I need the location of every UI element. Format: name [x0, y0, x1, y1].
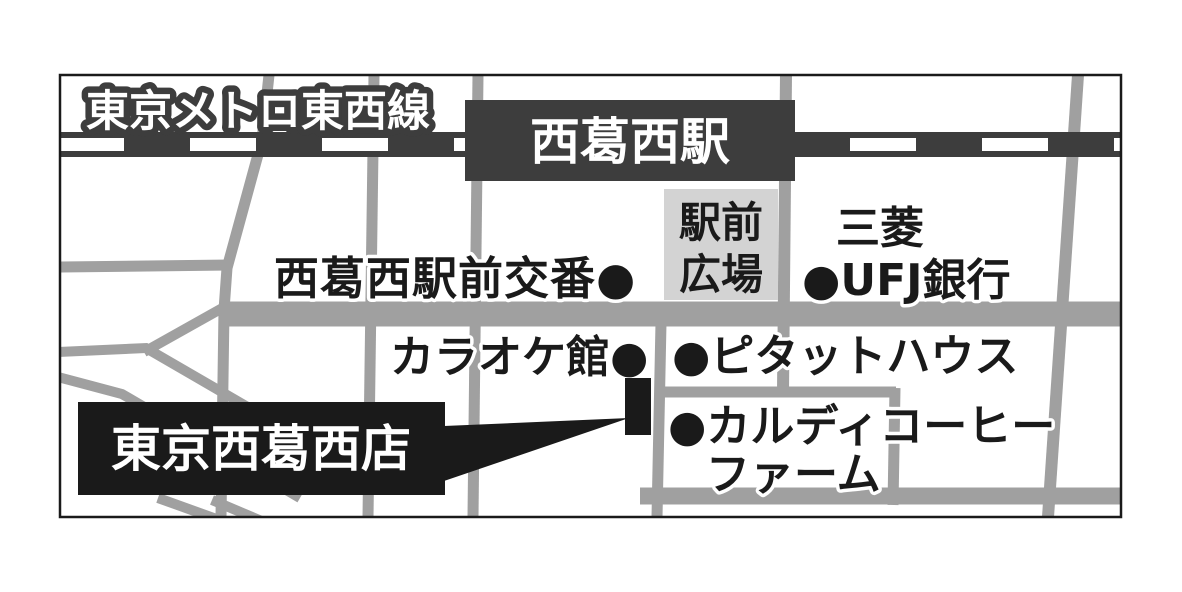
wide-road-exit-edge-2	[210, 495, 263, 516]
road-horizontal-left	[61, 259, 231, 273]
plaza-box	[664, 189, 778, 300]
railway-line-label: 東京メトロ東西線	[86, 87, 430, 137]
wide-road-connector	[141, 301, 229, 357]
station-box	[465, 100, 795, 181]
station-label: 西葛西駅	[530, 113, 730, 171]
store-marker	[625, 378, 651, 435]
bank-label-line2: ●UFJ銀行	[802, 255, 1011, 306]
police-box-label: 西葛西駅前交番●	[274, 252, 636, 305]
road-vertical-store-side	[651, 322, 667, 516]
road-vertical-4	[887, 387, 901, 506]
kaldi-label-line2: ファーム	[706, 449, 881, 500]
wide-road-exit-edge-1	[156, 493, 223, 516]
bank-label-line1: 三菱	[836, 203, 924, 254]
store-name-label: 東京西葛西店	[111, 420, 411, 478]
pitat-house-label: ●ピタットハウス	[672, 331, 1018, 382]
kaldi-label-line1: ●カルディコーヒー	[668, 401, 1055, 452]
karaoke-label: カラオケ館●	[390, 332, 648, 383]
plaza-label-line1: 駅前	[679, 198, 763, 247]
store-callout-pointer	[444, 418, 629, 481]
store-callout-box	[78, 402, 445, 495]
plaza-label-line2: 広場	[679, 250, 763, 299]
map-frame	[58, 73, 1123, 519]
